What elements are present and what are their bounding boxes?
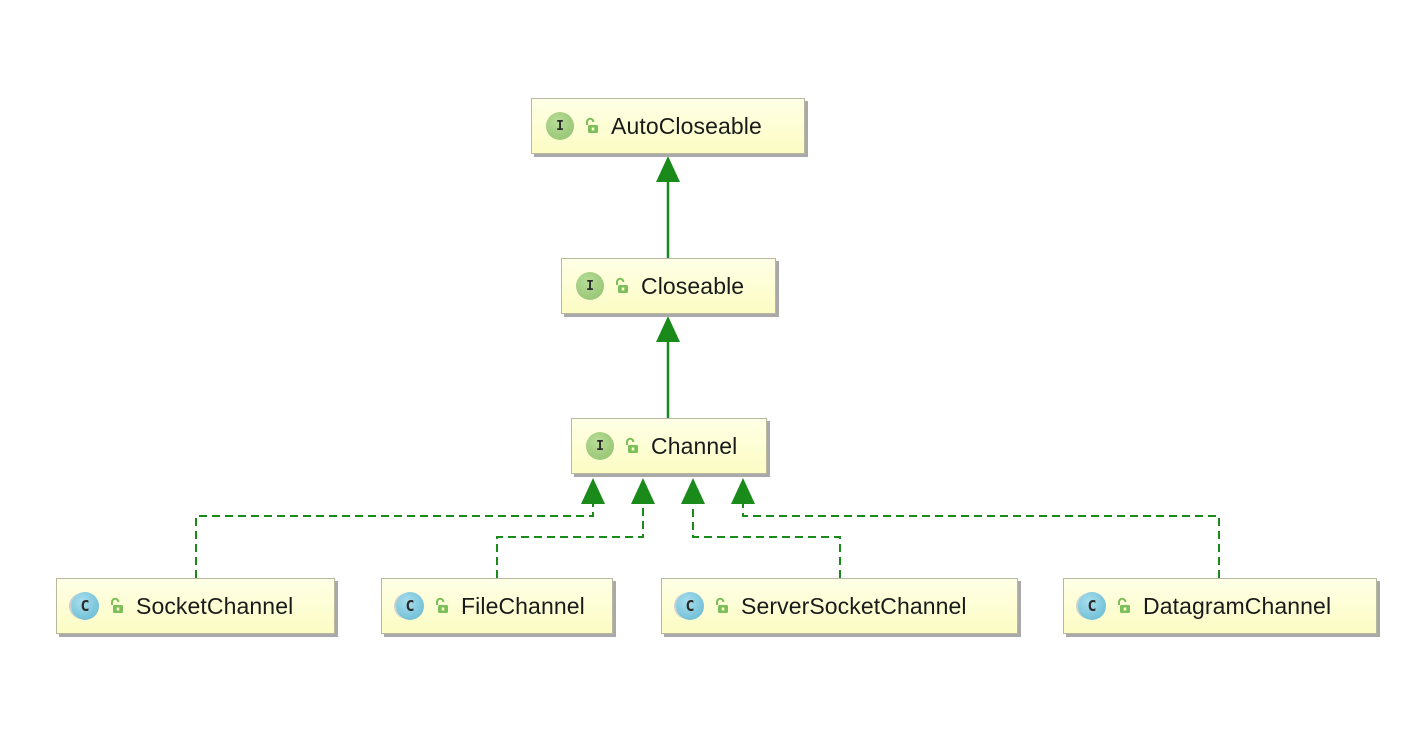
edge-closeable-extends-autocloseable bbox=[656, 156, 680, 258]
class-badge-icon: C bbox=[396, 592, 424, 620]
node-label: Channel bbox=[651, 432, 738, 459]
arrowhead-icon bbox=[656, 316, 680, 342]
edge-datagramchannel-implements-channel bbox=[731, 478, 1220, 578]
class-badge-icon: C bbox=[1078, 592, 1106, 620]
class-badge-icon: C bbox=[676, 592, 704, 620]
node-channel[interactable]: I Channel bbox=[571, 418, 767, 474]
arrowhead-icon bbox=[731, 478, 755, 504]
unlocked-padlock-icon bbox=[108, 597, 124, 615]
class-badge-icon: C bbox=[71, 592, 99, 620]
arrowhead-icon bbox=[656, 156, 680, 182]
unlocked-padlock-icon bbox=[583, 117, 599, 135]
unlocked-padlock-icon bbox=[433, 597, 449, 615]
unlocked-padlock-icon bbox=[613, 277, 629, 295]
edge-serversocketchannel-implements-channel bbox=[681, 478, 841, 578]
node-autocloseable[interactable]: I AutoCloseable bbox=[531, 98, 805, 154]
unlocked-padlock-icon bbox=[713, 597, 729, 615]
edge-filechannel-implements-channel bbox=[496, 478, 655, 578]
node-serversocketchannel[interactable]: C ServerSocketChannel bbox=[661, 578, 1018, 634]
arrowhead-icon bbox=[681, 478, 705, 504]
node-label: SocketChannel bbox=[136, 592, 294, 619]
arrowhead-icon bbox=[631, 478, 655, 504]
arrowhead-icon bbox=[581, 478, 605, 504]
node-datagramchannel[interactable]: C DatagramChannel bbox=[1063, 578, 1377, 634]
node-label: ServerSocketChannel bbox=[741, 592, 967, 619]
interface-badge-icon: I bbox=[586, 432, 614, 460]
interface-badge-icon: I bbox=[576, 272, 604, 300]
unlocked-padlock-icon bbox=[1115, 597, 1131, 615]
unlocked-padlock-icon bbox=[623, 437, 639, 455]
node-closeable[interactable]: I Closeable bbox=[561, 258, 776, 314]
node-filechannel[interactable]: C FileChannel bbox=[381, 578, 613, 634]
edge-channel-extends-closeable bbox=[656, 316, 680, 418]
node-label: DatagramChannel bbox=[1143, 592, 1332, 619]
node-label: AutoCloseable bbox=[611, 112, 762, 139]
edge-socketchannel-implements-channel bbox=[195, 478, 605, 578]
node-label: Closeable bbox=[641, 272, 745, 299]
interface-badge-icon: I bbox=[546, 112, 574, 140]
node-label: FileChannel bbox=[461, 592, 585, 619]
node-socketchannel[interactable]: C SocketChannel bbox=[56, 578, 335, 634]
